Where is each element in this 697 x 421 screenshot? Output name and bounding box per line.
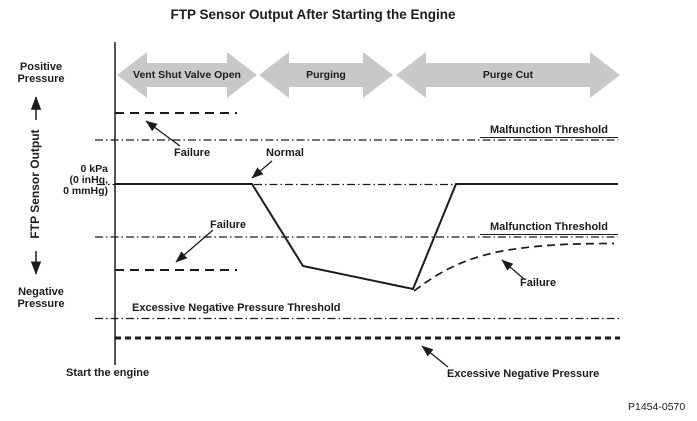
normal-leader-arrow [251,160,273,179]
malfunction-threshold-lower-label: Malfunction Threshold [480,221,618,235]
failure-positive-label: Failure [174,147,211,159]
failure-recovery-leader-arrow [501,259,525,280]
positive-pressure-label: Positive Pressure [17,61,65,85]
excessive-negative-threshold-label: Excessive Negative Pressure Threshold [132,302,341,314]
phase-label-purge-cut: Purge Cut [482,69,534,81]
phase-arrow-purging [259,52,393,98]
failure-negative-label: Failure [210,219,247,231]
figure-code: P1454-0570 [628,401,686,413]
phase-arrow-purge-cut [396,52,620,98]
negative-pressure-label: Negative Pressure [17,286,65,310]
failure-positive-leader-arrow [145,120,181,147]
malfunction-threshold-upper-label: Malfunction Threshold [480,124,618,138]
excessive-negative-leader-arrow [421,345,449,368]
failure-recovery-label: Failure [520,277,557,289]
start-the-engine-label: Start the engine [66,367,150,379]
normal-output-trace [115,183,618,291]
phase-label-vent-shut-valve-open: Vent Shut Valve Open [133,69,241,81]
excessive-negative-pressure-label: Excessive Negative Pressure [447,368,600,380]
phase-label-purging: Purging [306,69,346,81]
phase-arrow-vent-shut-valve-open [117,52,257,98]
normal-label: Normal [266,147,304,159]
diagram-title: FTP Sensor Output After Starting the Eng… [170,7,456,22]
zero-kpa-label: 0 kPa (0 inHg, 0 mmHg) [63,163,108,197]
failure-recovery-trace [413,242,615,292]
failure-negative-leader-arrow [175,229,214,263]
